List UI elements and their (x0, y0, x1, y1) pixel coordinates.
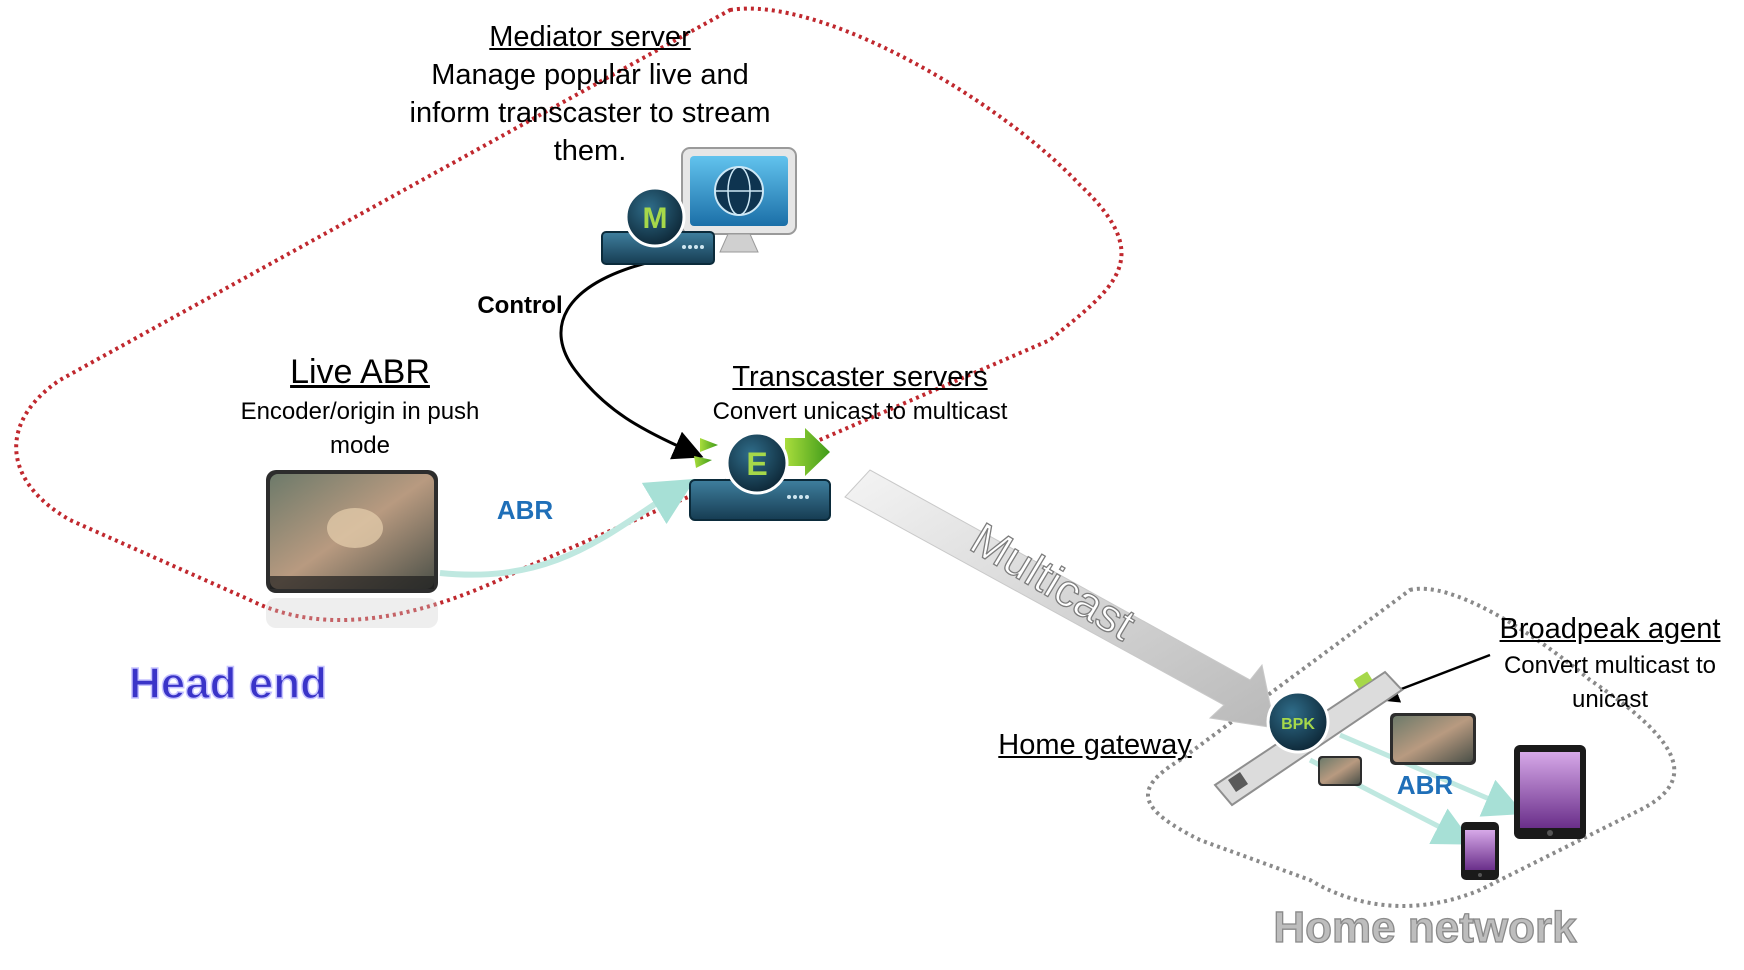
home-video-thumbnail-large (1390, 713, 1476, 765)
transcaster-server-icon (689, 428, 831, 521)
home-gateway-label: Home gateway (998, 729, 1192, 761)
home-network-label: Home network (1273, 903, 1577, 952)
abr-flow-arrow-left (439, 478, 696, 578)
tablet-icon (1514, 745, 1586, 839)
abr-label-right: ABR (1396, 770, 1454, 800)
mediator-desc-line2: inform transcaster to stream (409, 97, 771, 129)
control-label: Control (477, 292, 563, 319)
live-abr-desc-line2: mode (329, 432, 391, 459)
control-arrow (559, 260, 704, 460)
broadpeak-agent-desc-line1: Convert multicast to (1503, 652, 1717, 679)
abr-flow-arrow-right-1 (1339, 732, 1525, 817)
head-end-boundary (14, 6, 1124, 622)
transcaster-badge: E (746, 446, 767, 482)
mediator-desc-line1: Manage popular live and (431, 59, 749, 91)
home-network-boundary (1146, 586, 1677, 909)
broadpeak-agent-desc-line2: unicast (1571, 686, 1649, 713)
mediator-title: Mediator server (489, 21, 691, 53)
mediator-desc-line3: them. (553, 135, 627, 167)
live-abr-title: Live ABR (290, 353, 430, 391)
live-abr-video-thumbnail (266, 470, 438, 628)
broadpeak-badge: BPK (1281, 716, 1315, 733)
multicast-arrow (844, 469, 1276, 729)
mediator-server-icon (601, 186, 715, 265)
transcaster-title: Transcaster servers (732, 361, 988, 393)
transcaster-desc: Convert unicast to multicast (712, 398, 1008, 425)
mediator-badge: M (643, 202, 668, 235)
abr-label-left: ABR (496, 495, 554, 525)
broadpeak-agent-title: Broadpeak agent (1499, 613, 1721, 645)
mediator-monitor-icon (681, 147, 797, 253)
home-video-thumbnail-small (1318, 756, 1362, 786)
live-abr-desc-line1: Encoder/origin in push (240, 398, 480, 425)
multicast-label: Multicast (962, 512, 1145, 650)
broadpeak-agent-icon (1266, 690, 1330, 754)
head-end-label: Head end (129, 659, 327, 708)
phone-icon (1461, 822, 1499, 880)
